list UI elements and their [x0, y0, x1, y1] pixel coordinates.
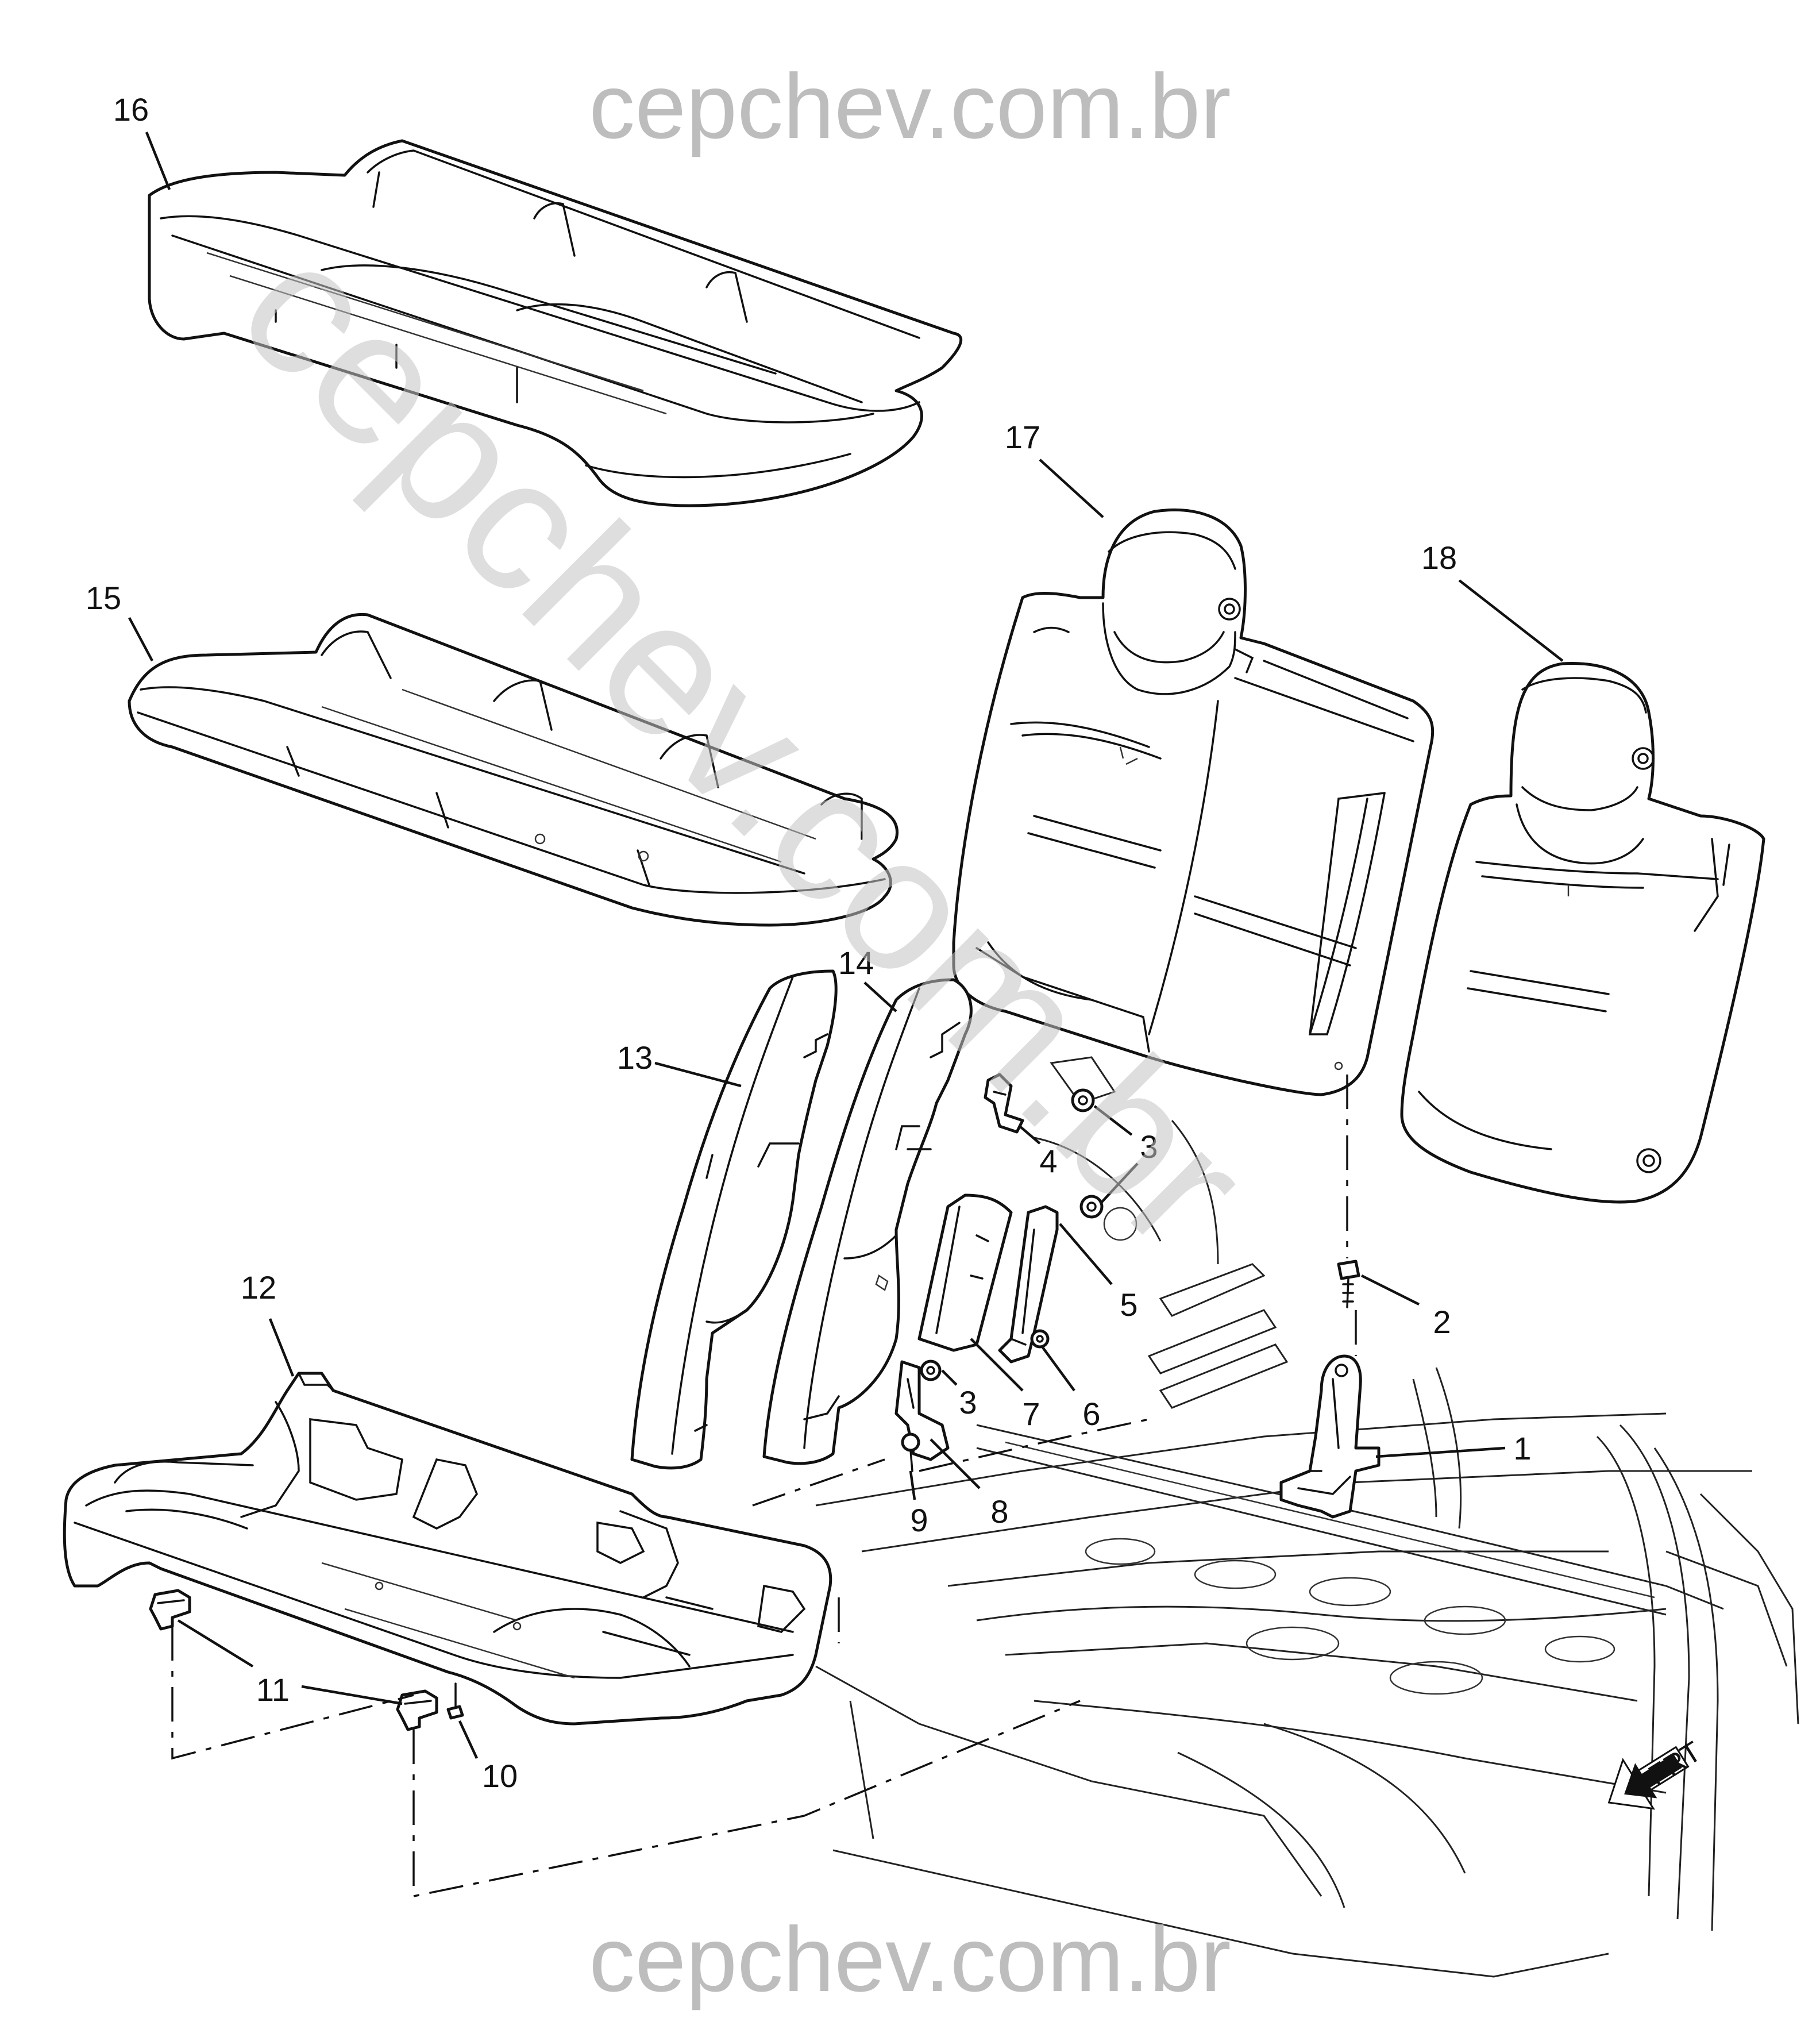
callout-17: 17	[1005, 419, 1040, 455]
part-17-seat-back-left	[952, 509, 1435, 1096]
callout-14: 14	[838, 945, 874, 981]
part-16-seat-cushion-cover	[148, 139, 963, 507]
part-3-nut-lower	[920, 1360, 942, 1381]
part-5-latch-bracket	[998, 1205, 1059, 1364]
callout-7: 7	[1022, 1396, 1040, 1432]
part-7-seat-back-panel	[917, 1193, 1013, 1352]
callout-6: 6	[1082, 1396, 1100, 1432]
callout-11: 11	[256, 1672, 290, 1708]
callout-labels: 16 15 17 18 14 13 4 3 5 2 3 7 6 1 8 9 12…	[86, 91, 1532, 1794]
vehicle-floor-structure	[815, 1056, 1799, 1978]
part-3-nut-upper	[1071, 1088, 1104, 1219]
callout-1: 1	[1513, 1430, 1531, 1466]
part-12-seat-cushion-frame	[63, 1372, 832, 1726]
callout-5: 5	[1120, 1287, 1138, 1323]
callout-9: 9	[910, 1502, 928, 1538]
part-14-seat-back-bolster	[762, 978, 973, 1465]
callout-10: 10	[482, 1758, 518, 1794]
watermark-bottom: cepchev.com.br	[589, 1908, 1231, 2011]
callout-15: 15	[86, 580, 121, 616]
callout-18: 18	[1421, 540, 1457, 576]
part-11-retainer-clips	[149, 1589, 438, 1731]
part-2-bolt	[1337, 1260, 1360, 1308]
part-15-seat-cushion-pad	[128, 613, 899, 927]
part-8-hinge-plate	[894, 1360, 950, 1461]
callout-13: 13	[617, 1039, 653, 1076]
callout-3-upper: 3	[1140, 1129, 1158, 1165]
part-9-bolt	[901, 1432, 920, 1472]
part-1-hinge-bracket	[1279, 1354, 1381, 1519]
callout-3-lower: 3	[959, 1384, 977, 1420]
callout-16: 16	[113, 91, 149, 128]
callout-12: 12	[241, 1269, 276, 1306]
part-13-seat-back-bolster	[630, 969, 838, 1470]
callout-2: 2	[1433, 1304, 1451, 1340]
leader-lines	[128, 132, 1564, 1759]
part-10-push-pin	[446, 1682, 464, 1720]
alignment-lines	[171, 1075, 1357, 1898]
part-18-seat-back-right	[1400, 661, 1765, 1204]
part-6-bolt	[1030, 1329, 1050, 1349]
callout-4: 4	[1039, 1143, 1057, 1179]
callout-8: 8	[990, 1493, 1008, 1530]
watermark-top: cepchev.com.br	[589, 55, 1231, 157]
